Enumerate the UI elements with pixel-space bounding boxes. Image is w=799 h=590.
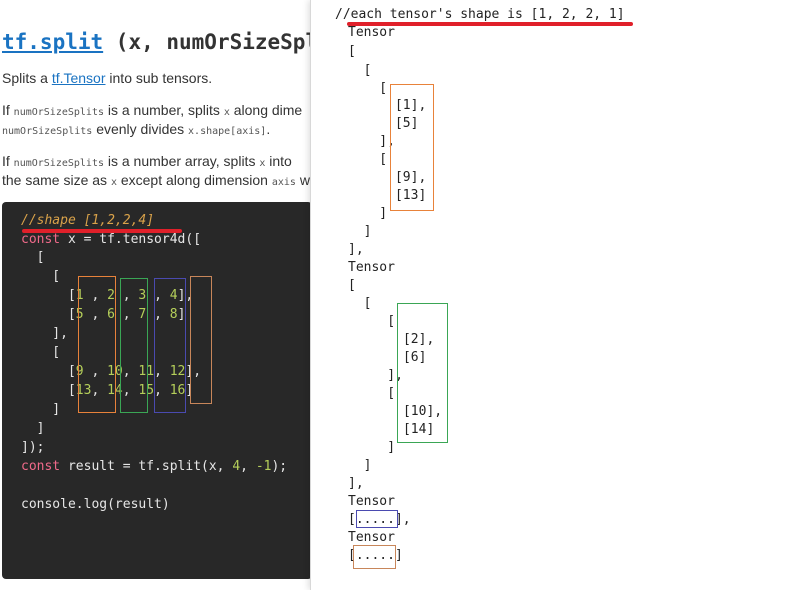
function-link[interactable]: tf.split xyxy=(2,30,104,54)
console-line: [ xyxy=(348,81,388,96)
column-box-green xyxy=(120,278,148,413)
console-line: Tensor xyxy=(348,494,395,509)
console-comment: //each tensor's shape is [1, 2, 2, 1] xyxy=(335,7,625,22)
number-paragraph-line1: If numOrSizeSplits is a number, splits x… xyxy=(2,102,303,118)
console-line: ] xyxy=(348,224,372,239)
console-line: [1], xyxy=(348,98,427,113)
tensor-link[interactable]: tf.Tensor xyxy=(51,70,106,86)
code-line: ] xyxy=(21,421,45,436)
output-box-green xyxy=(397,303,448,443)
console-line: [ xyxy=(348,63,372,78)
console-line: Tensor xyxy=(348,530,395,545)
console-line: [13] xyxy=(348,188,427,203)
console-line: [5] xyxy=(348,116,419,131)
output-box-tan xyxy=(353,545,396,569)
code-line: [13, 14, 15, 16] xyxy=(21,383,194,398)
console-line: ], xyxy=(348,476,364,491)
console-line: [ xyxy=(348,152,388,167)
console-panel[interactable]: //each tensor's shape is [1, 2, 2, 1] Te… xyxy=(310,0,799,590)
code-line: [ xyxy=(21,250,45,265)
console-line: [ xyxy=(356,386,396,401)
code-line: [9 , 10, 11, 12], xyxy=(21,364,202,379)
code-line: ] xyxy=(21,402,61,417)
console-line: [ xyxy=(348,44,356,59)
page-title: tf.split (x, numOrSizeSpli xyxy=(2,30,312,54)
console-line: Tensor xyxy=(348,260,395,275)
docs-panel: tf.split (x, numOrSizeSpli Splits a tf.T… xyxy=(0,0,312,590)
console-line: [ xyxy=(348,296,372,311)
output-box-blue xyxy=(356,510,398,528)
console-line: ], xyxy=(356,368,403,383)
console-line: [14] xyxy=(356,422,435,437)
code-line: [5 , 6 , 7 , 8] xyxy=(21,307,186,322)
signature: (x, numOrSizeSpli xyxy=(103,30,312,54)
console-line: ], xyxy=(348,134,395,149)
console-line: [9], xyxy=(348,170,427,185)
code-line: [ xyxy=(21,345,61,360)
code-line: [ xyxy=(21,269,61,284)
code-line: console.log(result) xyxy=(21,497,170,512)
console-line: ] xyxy=(356,440,396,455)
column-box-orange xyxy=(78,276,116,413)
array-paragraph-line2: the same size as x except along dimensio… xyxy=(2,172,310,188)
code-comment: //shape [1,2,2,4] xyxy=(21,213,155,228)
code-line: const result = tf.split(x, 4, -1); xyxy=(21,459,288,474)
number-paragraph-line2: numOrSizeSplits evenly divides x.shape[a… xyxy=(2,121,271,137)
console-line: [2], xyxy=(356,332,435,347)
code-line: const x = tf.tensor4d([ xyxy=(21,232,202,247)
console-line: Tensor xyxy=(348,25,395,40)
console-line: ] xyxy=(348,458,372,473)
console-line: [6] xyxy=(356,350,427,365)
column-box-tan xyxy=(190,276,212,404)
array-paragraph-line1: If numOrSizeSplits is a number array, sp… xyxy=(2,153,292,169)
code-example[interactable]: //shape [1,2,2,4] const x = tf.tensor4d(… xyxy=(2,202,312,579)
console-line: [.....], xyxy=(348,512,411,527)
code-line: ], xyxy=(21,326,68,341)
underline-annotation xyxy=(22,229,182,233)
underline-annotation xyxy=(347,22,633,26)
code-line: ]); xyxy=(21,440,45,455)
description-paragraph: Splits a tf.Tensor into sub tensors. xyxy=(2,70,213,86)
output-box-orange xyxy=(390,84,434,211)
console-line: [10], xyxy=(356,404,443,419)
console-line: [ xyxy=(348,278,356,293)
console-line: ], xyxy=(348,242,364,257)
console-line: ] xyxy=(348,206,388,221)
console-line: [ xyxy=(356,314,396,329)
column-box-blue xyxy=(154,278,186,413)
console-line: [.....] xyxy=(348,548,403,563)
